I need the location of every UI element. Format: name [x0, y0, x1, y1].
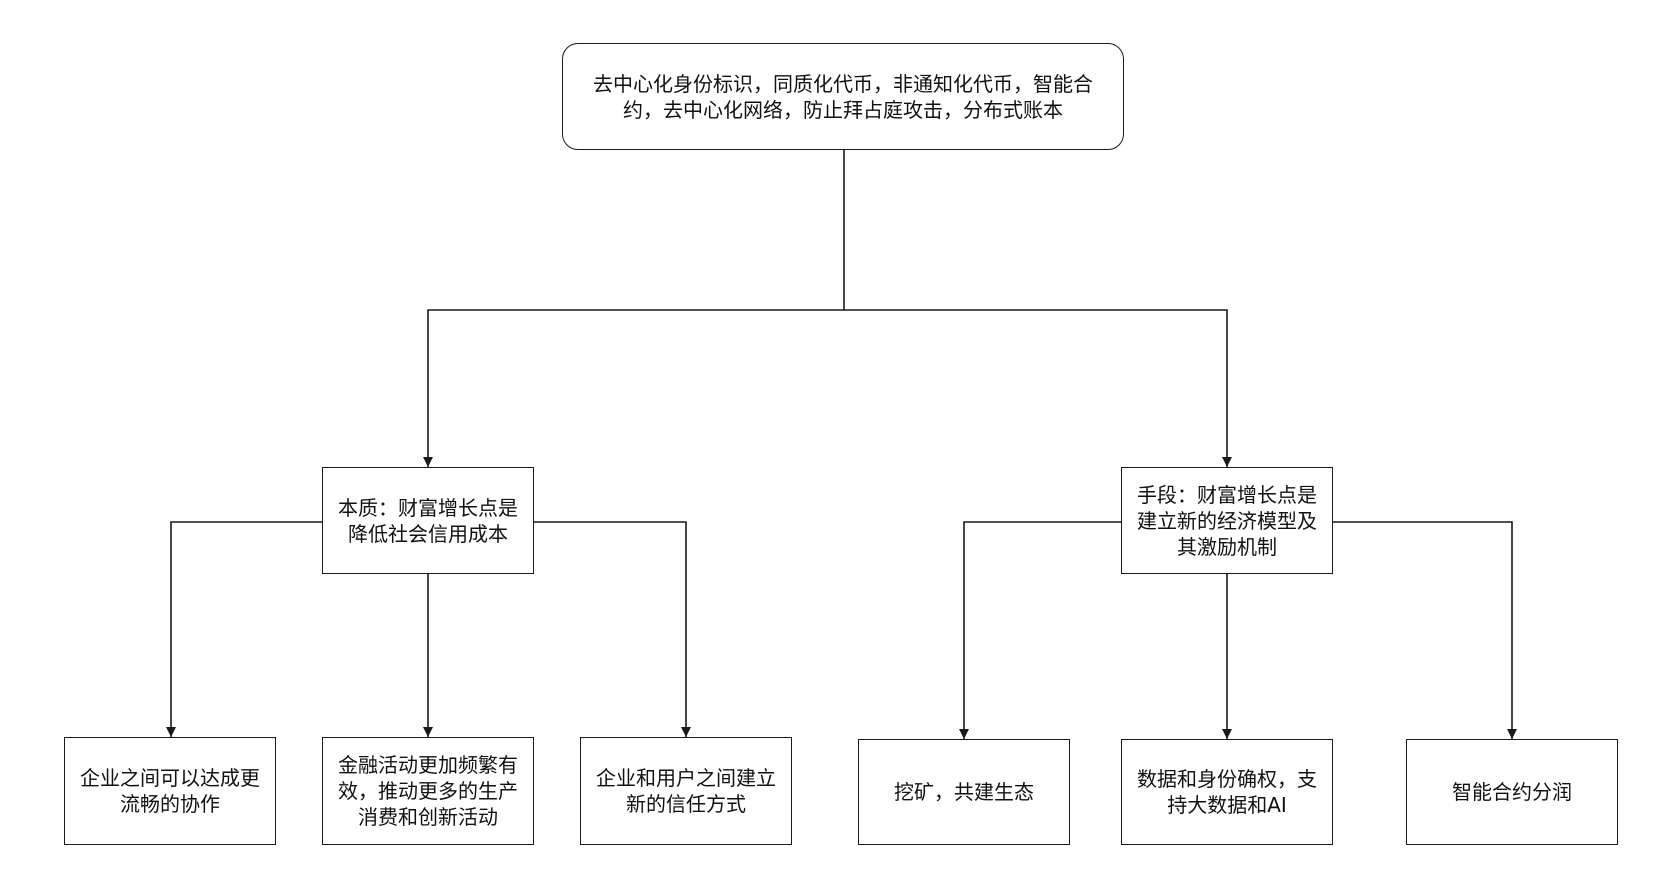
left-child-label-2: 金融活动更加频繁有效，推动更多的生产消费和创新活动: [338, 753, 518, 829]
left-child-label-3: 企业和用户之间建立新的信任方式: [596, 766, 776, 816]
right-child-label-3: 智能合约分润: [1452, 780, 1572, 804]
left-child-node-1: 企业之间可以达成更流畅的协作: [64, 737, 276, 845]
left-essence-label: 本质：财富增长点是降低社会信用成本: [338, 495, 518, 546]
edge-left-to-child-3: [534, 521, 691, 737]
edge-root-to-right: [844, 309, 1232, 467]
right-child-label-2: 数据和身份确权，支持大数据和AI: [1137, 767, 1317, 817]
root-node-label: 去中心化身份标识，同质化代币，非通知化代币，智能合约，去中心化网络，防止拜占庭攻…: [593, 71, 1093, 122]
edge-right-to-child-1: [959, 521, 1121, 739]
right-child-label-1: 挖矿，共建生态: [894, 780, 1034, 804]
left-child-label-1: 企业之间可以达成更流畅的协作: [80, 766, 260, 816]
right-means-label: 手段：财富增长点是建立新的经济模型及其激励机制: [1137, 482, 1317, 559]
edge-root-to-left: [423, 150, 845, 467]
left-child-node-3: 企业和用户之间建立新的信任方式: [580, 737, 792, 845]
right-means-node: 手段：财富增长点是建立新的经济模型及其激励机制: [1121, 467, 1333, 574]
left-essence-node: 本质：财富增长点是降低社会信用成本: [322, 467, 534, 574]
right-child-node-1: 挖矿，共建生态: [858, 739, 1070, 845]
right-child-node-3: 智能合约分润: [1406, 739, 1618, 845]
edge-left-to-child-1: [166, 521, 322, 737]
right-child-node-2: 数据和身份确权，支持大数据和AI: [1121, 739, 1333, 845]
edge-right-to-child-3: [1333, 521, 1517, 739]
root-node: 去中心化身份标识，同质化代币，非通知化代币，智能合约，去中心化网络，防止拜占庭攻…: [562, 43, 1124, 150]
left-child-node-2: 金融活动更加频繁有效，推动更多的生产消费和创新活动: [322, 737, 534, 845]
